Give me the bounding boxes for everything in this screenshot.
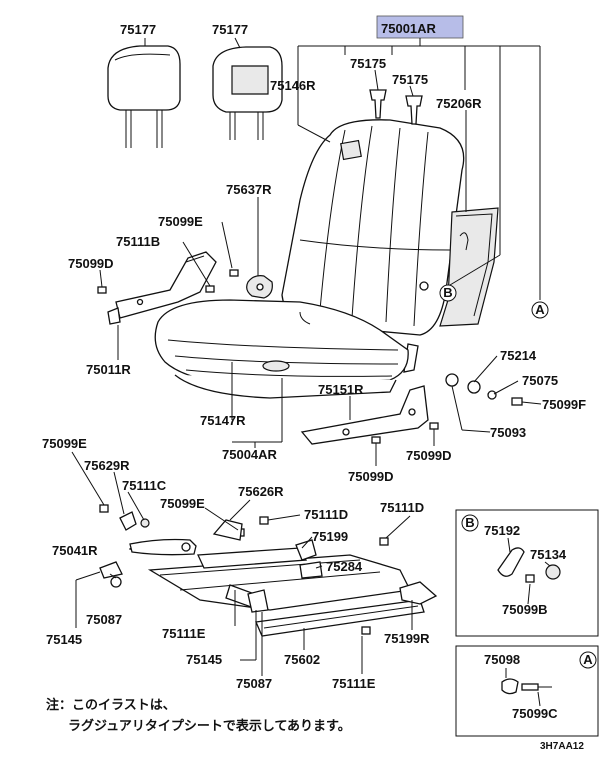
leader-lines — [71, 37, 542, 676]
label-75099B: 75099B — [502, 602, 548, 617]
label-75199: 75199 — [312, 529, 348, 544]
svg-text:A: A — [535, 302, 545, 317]
label-75111D-a: 75111D — [304, 507, 348, 522]
label-75177-right: 75177 — [212, 22, 248, 37]
label-75206R: 75206R — [436, 96, 482, 111]
label-75087-left: 75087 — [86, 612, 122, 627]
label-75151R: 75151R — [318, 382, 364, 397]
label-75146R: 75146R — [270, 78, 316, 93]
cushion-frame — [174, 374, 397, 399]
label-75011R: 75011R — [86, 362, 131, 377]
label-75004AR: 75004AR — [222, 447, 278, 462]
seat-back — [281, 119, 465, 336]
label-75134: 75134 — [530, 547, 567, 562]
label-75175-a: 75175 — [350, 56, 386, 71]
diagram-code: 3H7AA12 — [540, 741, 584, 752]
headrest-left — [107, 45, 181, 148]
part-labels: 75177 75177 75001AR 75175 75175 75146R 7… — [42, 21, 586, 721]
label-75099E-mid: 75099E — [160, 496, 205, 511]
label-75199R: 75199R — [384, 631, 430, 646]
label-75087-bottom: 75087 — [236, 676, 272, 691]
svg-text:A: A — [583, 652, 593, 667]
label-75099D-mid: 75099D — [348, 469, 394, 484]
bracket-cover — [119, 511, 137, 531]
label-75111E-bottom: 75111E — [332, 676, 376, 691]
label-75093: 75093 — [490, 425, 526, 440]
back-hinge-bracket — [300, 385, 429, 445]
inset-box-b — [455, 509, 599, 637]
callout-b-main: B — [439, 284, 457, 302]
label-75214: 75214 — [500, 348, 537, 363]
label-75098: 75098 — [484, 652, 520, 667]
label-75111D-b: 75111D — [380, 500, 424, 515]
label-75001AR: 75001AR — [381, 21, 437, 36]
label-75099C: 75099C — [512, 706, 558, 721]
headrest-right — [212, 46, 283, 140]
note-line-1: 注：このイラストは、 — [46, 698, 176, 713]
label-75099E-left: 75099E — [42, 436, 87, 451]
label-75284: 75284 — [326, 559, 363, 574]
label-75041R: 75041R — [52, 543, 98, 558]
label-75099D-left: 75099D — [68, 256, 114, 271]
label-75145-mid: 75145 — [186, 652, 222, 667]
label-75111B: 75111B — [116, 234, 160, 249]
label-75637R: 75637R — [226, 182, 272, 197]
washer — [140, 518, 150, 528]
headrest-guides — [369, 89, 423, 125]
callout-b-box: B — [461, 514, 479, 532]
note-line-2: ラグジュアリタイプシートで表示してあります。 — [68, 719, 351, 734]
label-75192: 75192 — [484, 523, 520, 538]
svg-text:B: B — [443, 285, 452, 300]
callout-a-box: A — [579, 651, 597, 669]
label-75147R: 75147R — [200, 413, 246, 428]
callout-a-main: A — [531, 301, 549, 319]
seat-rails — [99, 519, 438, 637]
recline-knob — [246, 275, 273, 299]
slide-lever — [129, 538, 197, 556]
seat-cushion — [154, 299, 409, 387]
inset-box-a — [455, 645, 599, 737]
label-75111C: 75111C — [122, 478, 167, 493]
label-75626R: 75626R — [238, 484, 284, 499]
label-75075: 75075 — [522, 373, 558, 388]
label-75602: 75602 — [284, 652, 320, 667]
label-75177-left: 75177 — [120, 22, 156, 37]
label-75099E-top: 75099E — [158, 214, 203, 229]
side-cover — [107, 251, 217, 325]
label-75175-b: 75175 — [392, 72, 428, 87]
label-75099F: 75099F — [542, 397, 586, 412]
svg-text:B: B — [465, 515, 474, 530]
label-75099D-right: 75099D — [406, 448, 452, 463]
label-75629R: 75629R — [84, 458, 130, 473]
label-75145-left: 75145 — [46, 632, 82, 647]
label-75111E-left: 75111E — [162, 626, 206, 641]
